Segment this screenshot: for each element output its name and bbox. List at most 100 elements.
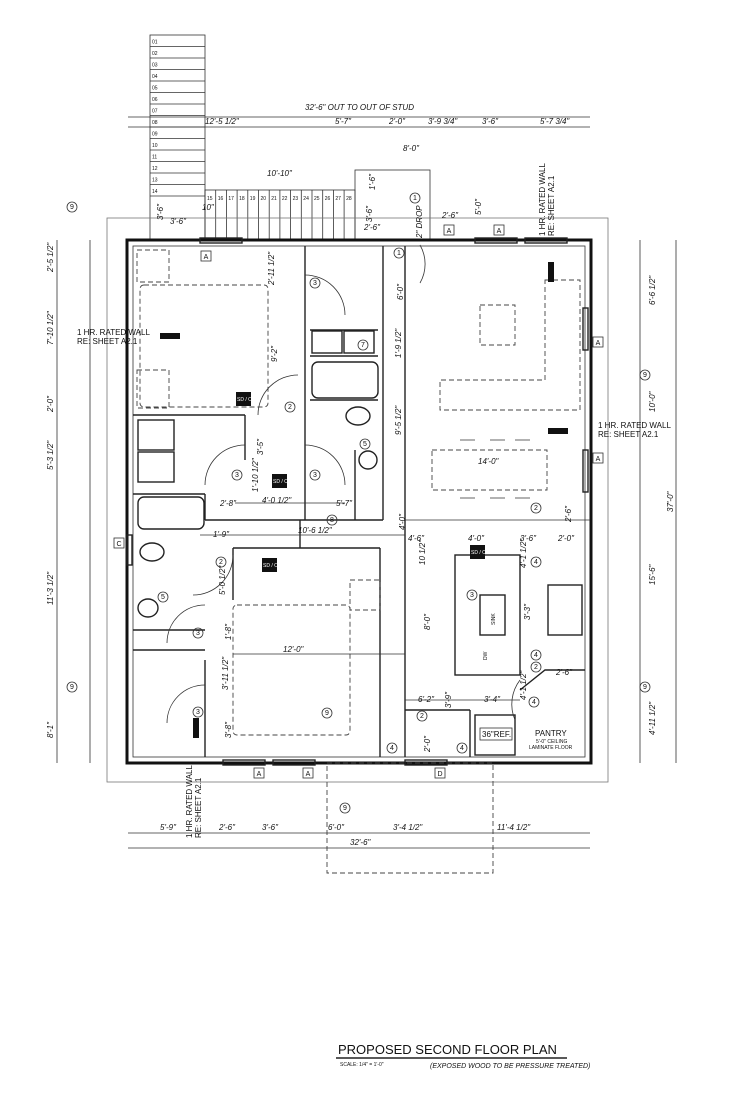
dimension-frame xyxy=(106,217,609,783)
svg-text:1 HR. RATED WALL: 1 HR. RATED WALL xyxy=(538,163,547,236)
dimension: 6'-0" xyxy=(328,823,345,832)
rated-wall-marker xyxy=(548,428,568,434)
svg-text:3'-3": 3'-3" xyxy=(523,603,532,620)
svg-text:9: 9 xyxy=(325,710,329,717)
pantry-label: PANTRY xyxy=(535,729,567,738)
dimension: 10'-0" xyxy=(648,390,657,412)
svg-text:SD / CMB: SD / CMB xyxy=(237,397,260,403)
rated-wall-marker xyxy=(160,333,180,339)
dimension: 10" xyxy=(202,203,215,212)
svg-text:4: 4 xyxy=(460,745,464,752)
svg-text:RE: SHEET A2.1: RE: SHEET A2.1 xyxy=(77,337,138,346)
svg-text:9: 9 xyxy=(343,805,347,812)
svg-text:A: A xyxy=(596,340,601,347)
interior-dimensions: 2'-11 1/2" 9'-2" 3'-5" 1'-10 1/2" 4'-0 1… xyxy=(213,251,575,753)
svg-text:A: A xyxy=(257,771,262,778)
svg-text:4: 4 xyxy=(390,745,394,752)
svg-text:4: 4 xyxy=(534,559,538,566)
svg-text:4: 4 xyxy=(532,699,536,706)
svg-text:RE: SHEET A2.1: RE: SHEET A2.1 xyxy=(547,175,556,236)
svg-text:SD / CMB: SD / CMB xyxy=(273,479,296,485)
smoke-detector: SD / CMB xyxy=(236,392,260,406)
svg-text:2'-6": 2'-6" xyxy=(555,668,573,677)
svg-text:3'-4": 3'-4" xyxy=(484,695,501,704)
svg-text:5: 5 xyxy=(161,594,165,601)
keynote-tags: 1 1 3 2 3 3 7 5 8 2 5 3 3 9 9 9 9 9 9 3 … xyxy=(66,192,651,814)
svg-text:4'-0": 4'-0" xyxy=(398,513,407,530)
dimension: 8'-1" xyxy=(46,721,55,738)
svg-text:3'-9": 3'-9" xyxy=(444,691,453,708)
rated-wall-note: 1 HR. RATED WALL RE: SHEET A2.1 xyxy=(185,765,203,838)
svg-text:3'-5": 3'-5" xyxy=(256,438,265,455)
svg-text:1: 1 xyxy=(397,250,401,257)
dimension: 15'-6" xyxy=(648,563,657,585)
dimension: 4'-11 1/2" xyxy=(648,701,657,735)
svg-text:3'-11 1/2": 3'-11 1/2" xyxy=(221,656,230,690)
dimension-lines xyxy=(56,116,677,849)
svg-text:D: D xyxy=(437,771,442,778)
svg-text:4'-1 1/2": 4'-1 1/2" xyxy=(519,538,528,568)
dimension: 3'-6" xyxy=(262,823,279,832)
stair-tread-number: 21 xyxy=(271,196,277,202)
svg-text:9: 9 xyxy=(643,372,647,379)
svg-text:7: 7 xyxy=(361,342,365,349)
overall-top-dimension: 32'-6" OUT TO OUT OF STUD xyxy=(305,103,414,112)
dimension: 3'-6" xyxy=(482,117,499,126)
dimension: 5'-7 3/4" xyxy=(540,117,570,126)
svg-text:A: A xyxy=(447,228,452,235)
dimension: 2" DROP xyxy=(415,205,424,239)
svg-text:12'-0": 12'-0" xyxy=(283,645,305,654)
stair-tread-number: 18 xyxy=(239,196,245,202)
stair-tread-number: 13 xyxy=(152,178,158,184)
svg-text:9: 9 xyxy=(643,684,647,691)
stair-tread-number: 16 xyxy=(218,196,224,202)
pantry-ceiling-note: 5'-0" CEILING xyxy=(536,739,567,745)
dimension: 2'-0" xyxy=(388,117,406,126)
svg-text:2'-0": 2'-0" xyxy=(423,735,432,753)
overall-bottom-dimension: 32'-6" xyxy=(350,838,372,847)
stair-tread-number: 20 xyxy=(261,196,267,202)
stair-tread-number: 22 xyxy=(282,196,288,202)
svg-text:5: 5 xyxy=(363,441,367,448)
dimension: 11'-4 1/2" xyxy=(497,823,531,832)
stair-tread-number: 17 xyxy=(228,196,234,202)
stair-tread-number: 23 xyxy=(293,196,299,202)
svg-text:9'-5 1/2": 9'-5 1/2" xyxy=(394,405,403,435)
door-swings xyxy=(166,244,521,724)
svg-text:3'-8": 3'-8" xyxy=(224,721,233,738)
svg-text:3: 3 xyxy=(196,709,200,716)
svg-text:9: 9 xyxy=(70,204,74,211)
dimension: 3'-6" xyxy=(170,217,187,226)
svg-text:9: 9 xyxy=(70,684,74,691)
smoke-detector: SD / CMB xyxy=(470,545,494,559)
dimension: 3'-4 1/2" xyxy=(393,823,423,832)
svg-text:4'-6": 4'-6" xyxy=(408,534,425,543)
svg-text:9'-2": 9'-2" xyxy=(270,345,279,362)
stair-tread-number: 14 xyxy=(152,189,158,195)
stair-tread-number: 24 xyxy=(303,196,309,202)
svg-text:C: C xyxy=(116,541,121,548)
dimension: 1'-6" xyxy=(368,173,377,190)
dimension: 10'-10" xyxy=(267,169,293,178)
svg-text:14'-0": 14'-0" xyxy=(478,457,500,466)
stair-tread-number: 09 xyxy=(152,132,158,138)
stair-tread-number: 26 xyxy=(325,196,331,202)
stair-tread-number: 15 xyxy=(207,196,213,202)
stair-tread-number: 07 xyxy=(152,109,158,115)
stair-tread-number: 27 xyxy=(335,196,341,202)
svg-text:2: 2 xyxy=(288,404,292,411)
sink-label: SINK xyxy=(491,613,497,625)
smoke-detector: SD / CMB xyxy=(272,474,296,488)
svg-text:3: 3 xyxy=(235,472,239,479)
svg-text:3: 3 xyxy=(313,280,317,287)
svg-text:1 HR. RATED WALL: 1 HR. RATED WALL xyxy=(185,765,194,838)
stair-tread-number: 19 xyxy=(250,196,256,202)
refrigerator-label: 36"REF. xyxy=(482,730,511,739)
stair-tread-number: 12 xyxy=(152,166,158,172)
overall-right-dimension: 37'-0" xyxy=(666,490,675,512)
stair-tread-number: 03 xyxy=(152,63,158,69)
svg-text:A: A xyxy=(204,254,209,261)
svg-text:SD / CMB: SD / CMB xyxy=(263,563,286,569)
dimension: 7'-10 1/2" xyxy=(46,310,55,345)
